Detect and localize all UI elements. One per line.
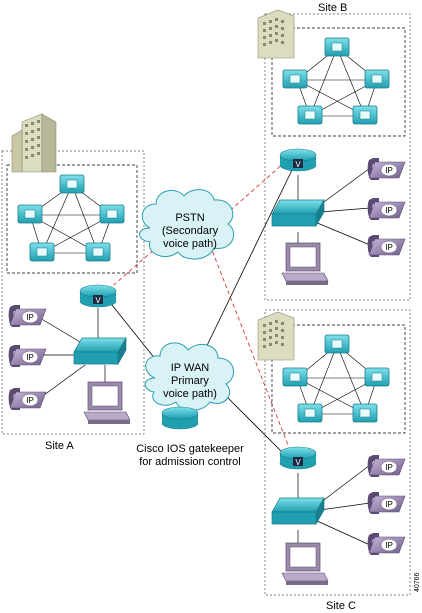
link-routerA-wan bbox=[107, 299, 161, 366]
ip-phone-icon: IP bbox=[367, 235, 406, 257]
link-wan-routerB bbox=[199, 169, 293, 361]
router-badge: V bbox=[295, 160, 301, 169]
building-c-icon bbox=[257, 311, 295, 361]
call-manager-icon bbox=[364, 367, 390, 387]
call-manager-icon bbox=[282, 69, 308, 89]
phone-badge: IP bbox=[26, 313, 34, 322]
call-manager-icon bbox=[85, 242, 111, 262]
ip-phone-icon: IP bbox=[8, 388, 47, 410]
call-manager-icon bbox=[324, 334, 350, 354]
pstn-link-routerB bbox=[224, 161, 286, 216]
call-manager-icon bbox=[59, 174, 85, 194]
phone-badge: IP bbox=[26, 353, 34, 362]
ip-phone-icon: IP bbox=[367, 492, 406, 514]
phone-badge: IP bbox=[385, 243, 393, 252]
wan-label-line3: voice path) bbox=[163, 388, 217, 400]
phone-badge: IP bbox=[26, 396, 34, 405]
switch-b-icon bbox=[271, 198, 325, 228]
switch-a-icon bbox=[73, 336, 127, 366]
site-b-lan-links bbox=[297, 167, 371, 246]
call-manager-icon bbox=[364, 69, 390, 89]
call-manager-icon bbox=[297, 403, 323, 423]
site-b-label: Site B bbox=[318, 2, 347, 14]
pc-b-icon bbox=[281, 242, 329, 285]
site-b-boundary bbox=[264, 13, 411, 301]
call-manager-icon bbox=[29, 242, 55, 262]
phone-badge: IP bbox=[385, 206, 393, 215]
call-manager-icon bbox=[352, 105, 378, 125]
pstn-cloud-icon: PSTN (Secondary voice path) bbox=[139, 189, 235, 260]
ip-phone-icon: IP bbox=[8, 305, 47, 327]
call-manager-icon bbox=[324, 37, 350, 57]
site-a-label: Site A bbox=[45, 440, 74, 452]
ip-phone-icon: IP bbox=[8, 345, 47, 367]
gatekeeper-label-line1: Cisco IOS gatekeeper bbox=[136, 443, 244, 455]
pstn-label-line3: voice path) bbox=[163, 238, 217, 250]
cluster-b-servers bbox=[282, 37, 390, 125]
pstn-label-line1: PSTN bbox=[175, 212, 204, 224]
cluster-c-servers bbox=[282, 334, 390, 423]
pc-a-icon bbox=[83, 381, 131, 424]
ip-phone-icon: IP bbox=[367, 455, 406, 477]
ip-phone-icon: IP bbox=[367, 198, 406, 220]
site-a-cluster-box bbox=[6, 164, 138, 274]
pstn-link-routerC bbox=[209, 244, 291, 451]
cluster-a-servers bbox=[17, 174, 125, 262]
router-a-icon: V bbox=[79, 284, 117, 308]
site-b-cluster-box bbox=[271, 27, 406, 137]
ip-phone-icon: IP bbox=[367, 533, 406, 555]
pc-c-icon bbox=[281, 542, 329, 585]
building-a-icon bbox=[11, 113, 57, 173]
call-manager-icon bbox=[99, 204, 125, 224]
site-c-boundary bbox=[264, 309, 411, 596]
phone-badge: IP bbox=[385, 541, 393, 550]
wan-label-line1: IP WAN bbox=[171, 362, 210, 374]
call-manager-icon bbox=[17, 204, 43, 224]
phone-badge: IP bbox=[385, 500, 393, 509]
gatekeeper-router-icon bbox=[161, 406, 199, 430]
call-manager-icon bbox=[352, 403, 378, 423]
router-badge: V bbox=[295, 458, 301, 467]
site-c-cluster-box bbox=[271, 324, 406, 434]
ip-wan-cloud-icon: IP WAN Primary voice path) bbox=[144, 342, 234, 411]
router-b-icon: V bbox=[279, 148, 317, 172]
ip-phone-icon: IP bbox=[367, 158, 406, 180]
phone-badge: IP bbox=[385, 463, 393, 472]
call-manager-icon bbox=[282, 367, 308, 387]
call-manager-icon bbox=[297, 105, 323, 125]
figure-id: 40766 bbox=[414, 572, 421, 592]
router-c-icon: V bbox=[279, 446, 317, 470]
site-c-label: Site C bbox=[326, 600, 356, 612]
router-badge: V bbox=[95, 296, 101, 305]
switch-c-icon bbox=[271, 496, 325, 526]
building-b-icon bbox=[257, 9, 295, 59]
site-c-lan-links bbox=[297, 464, 371, 546]
pstn-label-line2: (Secondary bbox=[162, 225, 219, 237]
gatekeeper-label-line2: for admission control bbox=[139, 456, 241, 468]
phone-badge: IP bbox=[385, 166, 393, 175]
wan-label-line2: Primary bbox=[171, 375, 209, 387]
site-a-boundary bbox=[1, 150, 145, 435]
